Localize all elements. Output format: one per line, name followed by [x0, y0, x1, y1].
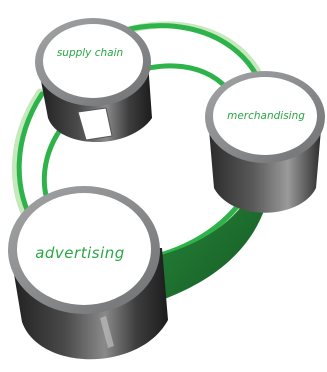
connector-ribbon: [150, 170, 265, 300]
node-merchandising: merchandising: [205, 71, 325, 213]
node-advertising: advertising: [8, 186, 168, 360]
merchandising-face: [213, 77, 317, 155]
supply-chain-window: [77, 107, 113, 141]
advertising-face: [17, 193, 151, 305]
supply-chain-face: [43, 24, 143, 98]
node-supply-chain: supply chain: [35, 18, 152, 142]
merchandising-label: merchandising: [227, 110, 305, 122]
advertising-label: advertising: [35, 244, 125, 262]
supply-chain-label: supply chain: [57, 47, 123, 59]
advertising-body-highlight: [100, 316, 114, 348]
